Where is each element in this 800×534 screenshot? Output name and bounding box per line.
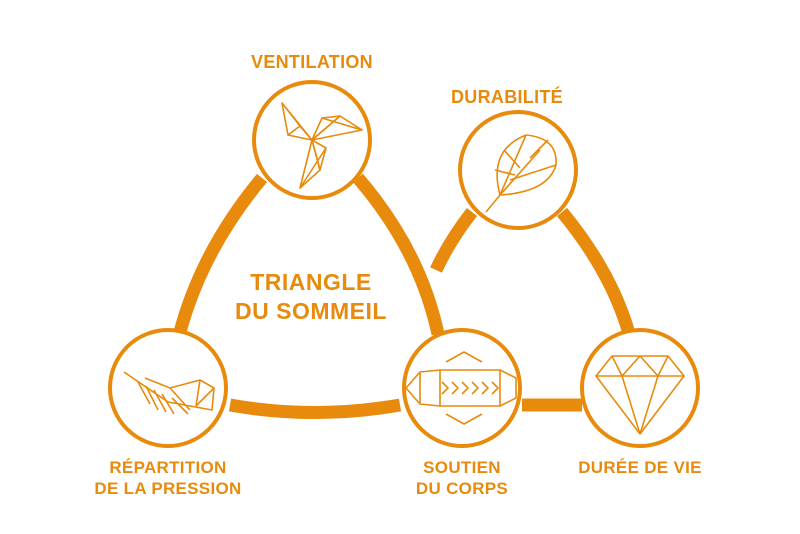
center-title-line2: DU SOMMEIL (235, 297, 387, 324)
pinwheel-icon (281, 102, 363, 189)
node-duree-circle (580, 328, 700, 448)
label-durabilite: DURABILITÉ (451, 87, 563, 107)
node-durabilite-circle (458, 110, 578, 230)
arc-ventilation-repartition (173, 173, 267, 334)
spine-icon (405, 351, 517, 425)
diamond-icon (595, 355, 685, 435)
center-title-line1: TRIANGLE (250, 269, 372, 295)
arc-durabilite-duree (556, 207, 635, 332)
label-soutien: SOUTIEN DU CORPS (415, 458, 509, 498)
node-soutien-circle (402, 328, 522, 448)
label-ventilation: VENTILATION (251, 52, 373, 72)
label-repartition: RÉPARTITION DE LA PRESSION (94, 458, 242, 498)
leaf-icon (485, 134, 557, 213)
feather-icon (123, 371, 215, 415)
arc-ventilation-soutien (353, 173, 445, 336)
arc-repartition-soutien (228, 398, 402, 419)
arc-durabilite-soutien (430, 207, 478, 273)
label-duree: DURÉE DE VIE (578, 458, 702, 477)
center-title: TRIANGLE DU SOMMEIL (196, 268, 426, 326)
